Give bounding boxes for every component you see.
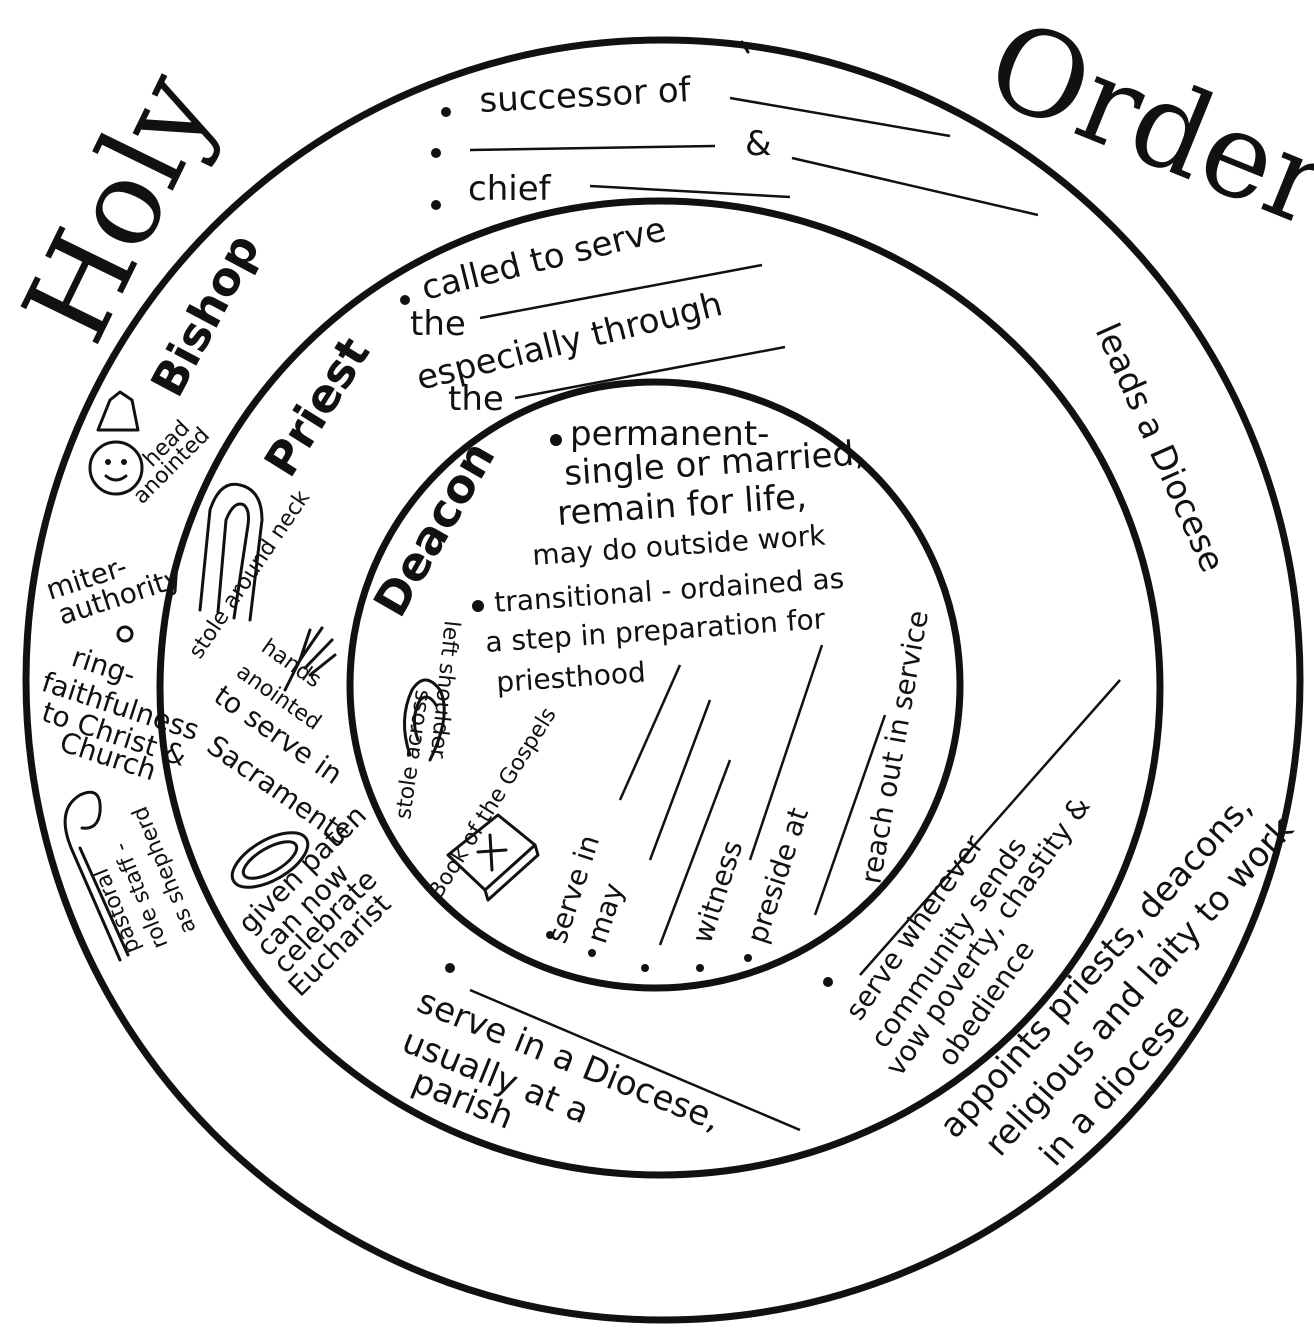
ring-icon [116, 625, 134, 643]
bullet [441, 107, 451, 117]
svg-text:permanent-: permanent- [570, 414, 769, 454]
deacon-task-blanks [618, 644, 887, 946]
blank-line [469, 144, 716, 152]
deacon-task-bullets [546, 931, 752, 972]
bullet [550, 434, 562, 446]
svg-text:reach out in service: reach out in service [854, 608, 935, 886]
crosier-staff-icon [63, 790, 130, 962]
stole-icon [198, 482, 264, 622]
priest-ring [156, 197, 1164, 1179]
bullet [472, 600, 484, 612]
bishop-ring [22, 36, 1304, 1324]
title-orders: Orders [970, 0, 1314, 277]
blank-line [479, 263, 763, 320]
blank-line [729, 96, 951, 138]
svg-text:priesthood: priesthood [495, 656, 647, 699]
bishop-chief: chief [468, 169, 552, 209]
bullet [431, 200, 441, 210]
deacon-label: Deacon [363, 432, 506, 625]
bullet [445, 963, 455, 973]
miter-head-icon [88, 390, 144, 496]
gospel-book-icon [446, 813, 540, 902]
blank-line [469, 988, 801, 1132]
deacon-stole-icon [402, 678, 446, 762]
blank-line [514, 345, 786, 400]
ring-note: ring- faithfulness to Christ & Church [38, 640, 203, 787]
bullet [431, 148, 441, 158]
staff-note: pastoral role staff - as shepherd [89, 803, 202, 957]
svg-text:the: the [448, 379, 504, 419]
priest-label: Priest [254, 328, 381, 486]
deacon-transitional: transitional - ordained as a step in pre… [484, 562, 845, 699]
bullet [400, 295, 410, 305]
bullet [823, 977, 833, 987]
paten-icon [230, 831, 310, 889]
svg-text:the: the [410, 304, 466, 344]
deacon-stole-note: stole across left shoulder [391, 619, 464, 820]
bishop-successor: successor of [478, 70, 692, 121]
blank-line [859, 679, 1121, 976]
svg-text:preside at: preside at [740, 804, 815, 948]
blank-line [791, 156, 1039, 217]
hand-icon [283, 626, 337, 692]
ring-tick-mark [740, 40, 750, 54]
deacon-permanent: permanent- single or married, remain for… [531, 414, 866, 572]
svg-text:left shoulder: left shoulder [424, 619, 463, 760]
blank-line [589, 184, 791, 199]
bishop-and: & [745, 124, 772, 164]
svg-text:called to serve: called to serve [418, 209, 671, 308]
priest-parish: serve in a Diocese, usually at a parish [397, 981, 727, 1139]
deacon-ring [346, 378, 964, 992]
